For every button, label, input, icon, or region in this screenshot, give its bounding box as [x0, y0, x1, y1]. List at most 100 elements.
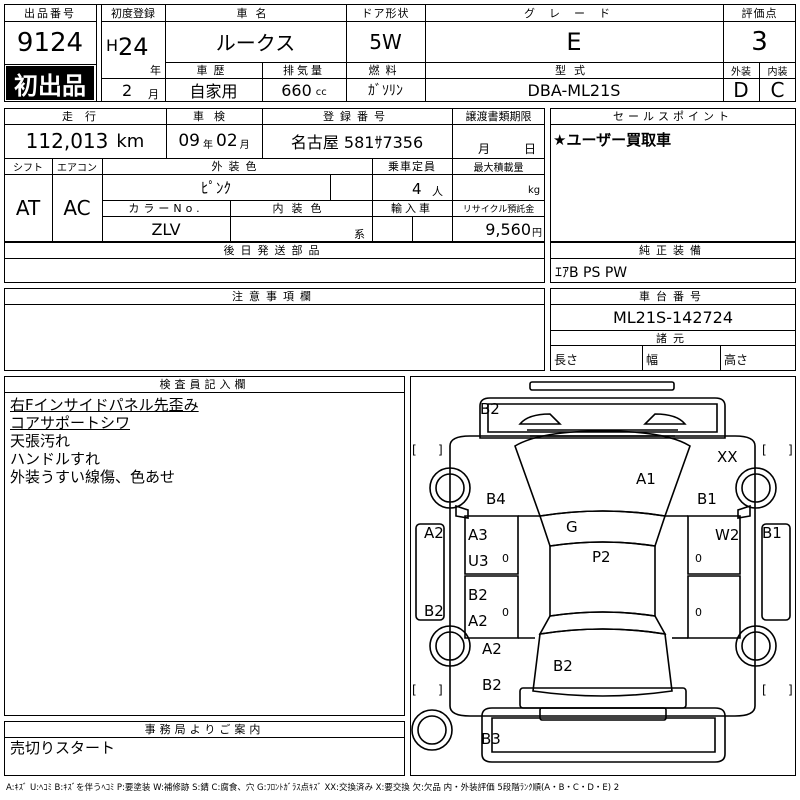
plate-label: 登録番号: [323, 110, 391, 123]
grade: E: [566, 27, 582, 56]
later-parts-label: 後日発送部品: [223, 244, 326, 257]
sales-point-box: [550, 108, 796, 242]
dim-length: 長さ: [554, 353, 579, 367]
mark-u3: U3: [468, 552, 489, 570]
bracket-close-bottom-right: ]: [788, 683, 793, 697]
svg-text:0: 0: [502, 552, 509, 565]
shift-label: シフト: [13, 162, 43, 174]
capacity-unit: 人: [432, 185, 443, 198]
model: DBA-ML21S: [527, 80, 621, 100]
office-note: 売切りスタート: [10, 739, 116, 757]
header-block: [4, 4, 796, 102]
bracket-open-top-right: [: [762, 443, 767, 457]
mark-xx: XX: [717, 448, 738, 466]
capacity: 4: [412, 180, 422, 198]
displacement-label: 排気量: [283, 64, 325, 77]
inspection-label: 車検: [193, 110, 235, 123]
interior-color-label: 内装色: [272, 202, 330, 215]
score-label: 評価点: [741, 6, 778, 20]
displacement: 660 cc: [281, 80, 327, 100]
inspection-date: 09 年 02 月: [178, 131, 250, 151]
equipment: ｴｱB PS PW: [555, 265, 628, 281]
era-initial: H: [106, 36, 119, 55]
office-label: 事務局よりご案内: [144, 723, 265, 736]
lot-number-label: 出品番号: [24, 6, 76, 20]
dim-width: 幅: [646, 353, 659, 367]
svg-text:0: 0: [695, 552, 702, 565]
bracket-close-top-left: ]: [438, 443, 443, 457]
car-name-label: 車名: [236, 6, 275, 20]
max-load-unit: kg: [528, 185, 541, 196]
grade-label: グレード: [524, 6, 624, 20]
car-diagram-box: [410, 376, 796, 776]
mark-b4: B4: [486, 490, 506, 508]
notes-box: [4, 288, 545, 371]
legend: A:ｷｽﾞ U:ﾍｺﾐ B:ｷｽﾞを伴うﾍｺﾐ P:要塗装 W:補修跡 S:錆 …: [6, 783, 620, 793]
interior-label: 内装: [767, 66, 788, 78]
mileage: 112,013 km: [25, 129, 145, 153]
first-registration-label: 初度登録: [111, 6, 155, 20]
fuel-label: 燃料: [368, 64, 403, 77]
mark-a1: A1: [636, 470, 656, 488]
later-parts-box: [4, 242, 545, 283]
mark-top-b2: B2: [480, 400, 500, 418]
mark-w2: W2: [715, 526, 739, 544]
bracket-open-bottom-left: [: [412, 683, 417, 697]
first-listing-badge: 初出品: [6, 66, 94, 100]
dims-label: 諸元: [656, 331, 690, 345]
exterior-color-label: 外装色: [211, 160, 263, 173]
car-name: ルークス: [215, 31, 296, 55]
score: 3: [751, 26, 768, 57]
chassis-number: ML21S-142724: [612, 307, 734, 327]
bracket-close-top-right: ]: [788, 443, 793, 457]
plate-number: 名古屋 581ｻ7356: [290, 133, 424, 152]
import-label: 輸入車: [391, 202, 433, 215]
registration-month: 2: [122, 81, 133, 100]
aircon: AC: [63, 196, 91, 220]
year-unit: 年: [150, 64, 161, 77]
sales-point: ★ユーザー買取車: [553, 131, 672, 149]
equipment-label: 純正装備: [639, 244, 707, 257]
mark-b1-right: B1: [697, 490, 717, 508]
history: 自家用: [189, 82, 238, 101]
dim-height: 高さ: [724, 353, 749, 367]
aircon-label: エアコン: [57, 162, 97, 174]
vehicle-info-block: [4, 108, 545, 242]
inspector-notes-box: [4, 376, 405, 716]
chassis-label: 車台番号: [639, 290, 707, 303]
office-box: [4, 721, 405, 776]
exterior-label: 外装: [731, 66, 751, 78]
color-no: ZLV: [151, 219, 181, 239]
recycle-label: リサイクル預託金: [462, 204, 535, 215]
mark-b2-left: B2: [424, 602, 444, 620]
bracket-open-top-left: [: [412, 443, 417, 457]
svg-text:0: 0: [695, 606, 702, 619]
mark-b2-rear: B2: [482, 676, 502, 694]
transfer-deadline-label: 譲渡書類期限: [465, 110, 532, 123]
color-no-label: カラーNo.: [128, 202, 204, 215]
transfer-day-unit: 日: [524, 142, 537, 156]
mark-p2: P2: [592, 548, 611, 566]
notes-label: 注意事項欄: [232, 290, 317, 303]
transfer-month-unit: 月: [478, 142, 491, 156]
registration-year: 24: [118, 33, 149, 61]
capacity-label: 乗車定員: [388, 160, 436, 173]
recycle-deposit: 9,560 円: [485, 219, 542, 239]
mark-b1-far: B1: [762, 524, 782, 542]
inspector-note-4: ハンドルすれ: [10, 450, 101, 468]
mark-b2-roof: B2: [553, 657, 573, 675]
svg-text:0: 0: [502, 606, 509, 619]
mark-b2-door: B2: [468, 586, 488, 604]
exterior-score: D: [733, 78, 749, 102]
max-load-label: 最大積載量: [473, 162, 524, 174]
door-type-label: ドア形状: [361, 6, 410, 20]
inspector-note-1: 右Fインサイドパネル先歪み: [10, 396, 199, 414]
month-unit: 月: [148, 88, 159, 101]
model-label: 型式: [555, 64, 593, 77]
mileage-label: 走行: [62, 110, 108, 123]
car-diagram: 0 0 0 0 B2 XX A1 B4 B1 G A2 A3 W2 B1 U3 …: [411, 381, 793, 763]
mark-a2-rear: A2: [482, 640, 502, 658]
mark-b3: B3: [481, 730, 501, 748]
inspector-note-3: 天張汚れ: [10, 432, 71, 450]
chassis-box: [550, 288, 796, 371]
